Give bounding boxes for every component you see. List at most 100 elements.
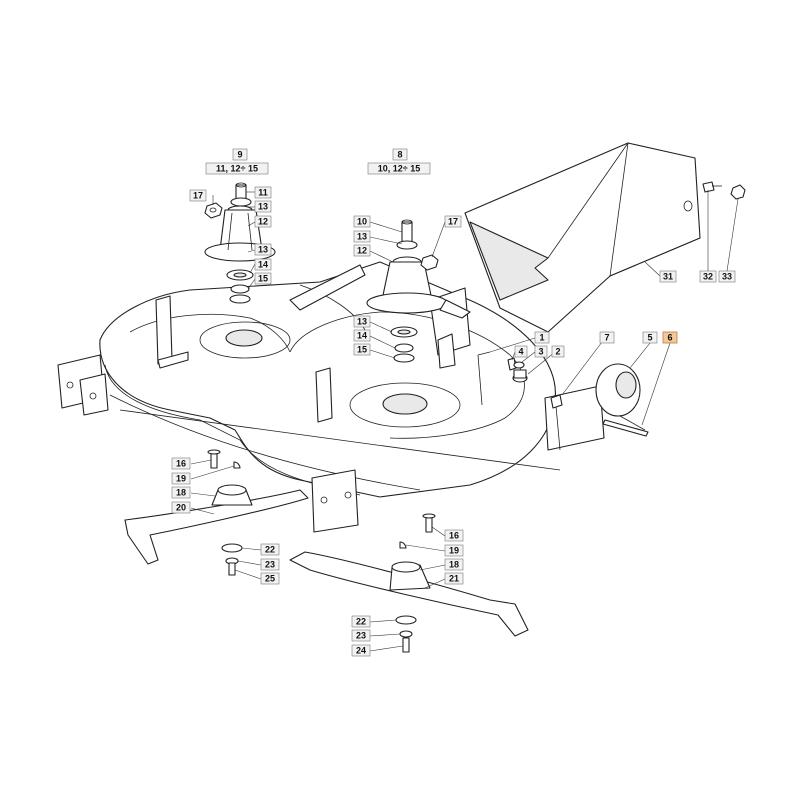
callout-box	[599, 331, 615, 344]
callout-l33: 33	[718, 270, 736, 283]
key-19-left	[233, 461, 241, 469]
key-19-right	[399, 541, 407, 549]
callout-l15a: 15	[254, 272, 272, 285]
callout-box	[171, 472, 191, 485]
leader-lines	[190, 190, 739, 652]
callout-number: 3	[538, 347, 543, 357]
blade-right	[289, 551, 529, 637]
small-nut-2	[512, 369, 528, 383]
deck-upright-bracket-left	[155, 295, 189, 369]
callout-number: 1	[539, 333, 544, 343]
callout-l19b: 19	[444, 544, 464, 557]
callout-box	[353, 315, 371, 328]
bolt-24-right	[402, 637, 410, 653]
callout-box	[444, 572, 464, 585]
callout-l18b: 18	[444, 558, 464, 571]
callout-box	[254, 215, 272, 228]
callout-box	[718, 270, 736, 283]
washer-23-right	[399, 630, 413, 638]
callout-l12a: 12	[254, 215, 272, 228]
spindle-assembly-right	[366, 219, 471, 363]
bolt-25-left	[228, 562, 236, 576]
callout-box	[642, 331, 658, 344]
callout-l5: 5	[642, 331, 658, 344]
callout-number: 16	[176, 459, 186, 469]
discharge-chute	[464, 142, 701, 333]
callout-l32: 32	[699, 270, 717, 283]
callout-l13d: 13	[353, 315, 371, 328]
callout-box	[367, 162, 431, 175]
blade-hub-right	[389, 561, 431, 591]
callout-box	[392, 148, 408, 161]
callout-number: 19	[176, 474, 186, 484]
callout-l18a: 18	[171, 486, 191, 499]
callout-number: 10, 12÷ 15	[378, 164, 420, 174]
callout-l11_12_15a: 11, 12÷ 15	[205, 162, 269, 175]
callout-box	[351, 644, 371, 657]
callout-box	[260, 572, 280, 585]
callout-number: 13	[357, 317, 367, 327]
callout-number: 13	[357, 232, 367, 242]
deck-left-bracket	[57, 354, 109, 416]
chute-nut	[730, 184, 746, 200]
blade-hub-left	[211, 484, 253, 506]
nut-17-right	[420, 254, 439, 271]
callout-number: 12	[357, 246, 367, 256]
callout-number: 5	[647, 333, 652, 343]
washer-22-left	[221, 543, 243, 553]
chute-hinge-7	[550, 394, 563, 409]
callout-box	[260, 558, 280, 571]
callout-number: 14	[258, 260, 268, 270]
callout-box	[353, 230, 371, 243]
callout-box	[254, 243, 272, 256]
callout-number: 18	[449, 560, 459, 570]
callout-l2: 2	[551, 345, 565, 358]
callout-number: 10	[357, 217, 367, 227]
callout-box	[189, 189, 207, 202]
callout-l22b: 22	[351, 615, 371, 628]
callout-l6: 6	[662, 331, 678, 344]
callout-number: 25	[265, 574, 275, 584]
callout-number: 11, 12÷ 15	[216, 164, 258, 174]
callout-box	[353, 343, 371, 356]
callout-box	[699, 270, 717, 283]
callout-l22a: 22	[260, 543, 280, 556]
callout-l1: 1	[534, 331, 550, 344]
callout-box	[254, 272, 272, 285]
callout-box	[254, 186, 272, 199]
bolt-16-right	[422, 513, 436, 533]
callout-l16a: 16	[171, 457, 191, 470]
callout-number: 23	[265, 560, 275, 570]
callout-l14b: 14	[353, 329, 371, 342]
deck-front-bracket	[311, 469, 359, 533]
washer-22-right	[395, 615, 417, 625]
callout-number: 31	[663, 272, 673, 282]
callout-l13a: 13	[254, 200, 272, 213]
bolt-16-left	[207, 449, 221, 469]
callout-l8: 8	[392, 148, 408, 161]
callout-number: 22	[265, 545, 275, 555]
callout-box	[444, 544, 464, 557]
callout-box	[514, 345, 528, 358]
callout-number: 17	[193, 191, 203, 201]
callout-number: 24	[356, 646, 366, 656]
callout-number: 12	[258, 217, 268, 227]
callout-number: 19	[449, 546, 459, 556]
callout-l31: 31	[659, 270, 677, 283]
callout-box	[351, 629, 371, 642]
callout-l13b: 13	[254, 243, 272, 256]
callout-l15b: 15	[353, 343, 371, 356]
callout-l10: 10	[353, 215, 371, 228]
callout-box	[444, 529, 464, 542]
callout-box	[171, 501, 191, 514]
callout-box	[254, 200, 272, 213]
callout-number: 15	[258, 274, 268, 284]
callout-box	[171, 486, 191, 499]
callout-box	[254, 258, 272, 271]
callout-l20: 20	[171, 501, 191, 514]
callout-number: 16	[449, 531, 459, 541]
callout-box	[534, 345, 548, 358]
deck-rod	[477, 351, 491, 406]
callout-box	[351, 615, 371, 628]
small-washer-3	[513, 361, 525, 369]
